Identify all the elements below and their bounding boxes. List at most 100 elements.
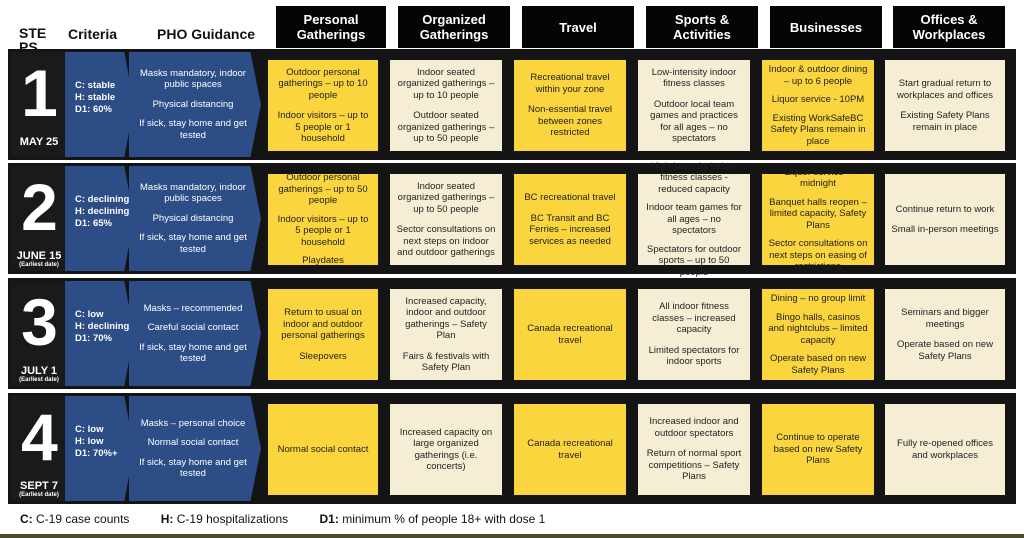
- pho-masks: Masks – personal choice: [140, 417, 246, 429]
- pho-distancing: Normal social contact: [147, 437, 239, 448]
- criteria-cases: C: declining: [75, 194, 130, 205]
- legend-dose1: D1: minimum % of people 18+ with dose 1: [320, 512, 560, 526]
- cell-businesses: Indoor & outdoor dining – up to 6 people…: [762, 60, 874, 151]
- cell-sports-activities: Low-intensity indoor fitness classes Out…: [638, 60, 750, 151]
- column-header-organized-gatherings: Organized Gatherings: [398, 6, 510, 48]
- cell-item: Sector consultations on next steps on in…: [396, 224, 496, 258]
- legend-text: C-19 hospitalizations: [176, 512, 289, 526]
- cell-item: Playdates: [302, 255, 344, 267]
- criteria-hospitalizations: H: stable: [75, 92, 116, 103]
- cell-item: Existing WorkSafeBC Safety Plans remain …: [770, 112, 866, 147]
- step-date: SEPT 7: [20, 480, 58, 492]
- pho-distancing: Physical distancing: [152, 212, 234, 224]
- legend: C: C-19 case counts H: C-19 hospitalizat…: [20, 512, 573, 526]
- legend-key: C:: [20, 512, 33, 526]
- step-number: 4: [21, 400, 58, 474]
- legend-key: H:: [160, 512, 174, 526]
- cell-item: Continue to operate based on new Safety …: [773, 432, 863, 467]
- cell-travel: Recreational travel within your zone Non…: [514, 60, 626, 151]
- criteria-dose1: D1: 70%: [75, 333, 112, 344]
- cell-item: BC Transit and BC Ferries – increased se…: [529, 212, 611, 247]
- cell-offices-workplaces: Start gradual return to workplaces and o…: [885, 60, 1005, 151]
- pho-sick: If sick, stay home and get tested: [139, 341, 247, 365]
- step-number: 2: [21, 170, 58, 244]
- cell-offices-workplaces: Continue return to work Small in-person …: [885, 174, 1005, 265]
- pho-masks: Masks – recommended: [143, 302, 243, 314]
- cell-item: Recreational travel within your zone: [530, 72, 610, 95]
- cell-personal-gatherings: Normal social contact: [268, 404, 378, 495]
- step-date: JULY 1: [20, 365, 58, 377]
- pho-sick: If sick, stay home and get tested: [139, 456, 247, 480]
- cell-item: Canada recreational travel: [527, 438, 613, 461]
- cell-item: Increased capacity on large organized ga…: [399, 426, 493, 473]
- cell-organized-gatherings: Increased capacity on large organized ga…: [390, 404, 502, 495]
- cell-businesses: Liquor service – midnight Banquet halls …: [762, 167, 874, 272]
- cell-organized-gatherings: Increased capacity, indoor and outdoor g…: [390, 289, 502, 380]
- step-row-4: 4 SEPT 7 (Earliest date) C: low H: low D…: [8, 393, 1016, 504]
- cell-item: Indoor team games for all ages – no spec…: [646, 202, 742, 237]
- criteria-cases: C: low: [75, 309, 104, 320]
- cell-item: Bingo halls, casinos and nightclubs – li…: [768, 311, 868, 346]
- cell-item: Liquor service - 10PM: [771, 94, 865, 105]
- step-label: 4 SEPT 7 (Earliest date): [11, 396, 67, 501]
- column-header-personal-gatherings: Personal Gatherings: [276, 6, 386, 48]
- cell-item: Return of normal sport competitions – Sa…: [646, 448, 742, 483]
- cell-item: Increased indoor and outdoor spectators: [649, 416, 739, 439]
- cell-travel: Canada recreational travel: [514, 289, 626, 380]
- cell-item: Fully re-opened offices and workplaces: [897, 438, 993, 461]
- pho-guidance-box: Masks – personal choice Normal social co…: [129, 396, 261, 501]
- cell-item: Existing Safety Plans remain in place: [900, 110, 990, 133]
- cell-personal-gatherings: Outdoor personal gatherings – up to 10 p…: [268, 60, 378, 151]
- step-label: 3 JULY 1 (Earliest date): [11, 281, 67, 386]
- step-date-note: (Earliest date): [19, 377, 59, 383]
- cell-item: All indoor fitness classes – increased c…: [652, 301, 736, 336]
- cell-sports-activities: Increased indoor and outdoor spectators …: [638, 404, 750, 495]
- cell-offices-workplaces: Fully re-opened offices and workplaces: [885, 404, 1005, 495]
- cell-item: Sleepovers: [299, 350, 347, 362]
- cell-item: Banquet halls reopen – limited capacity,…: [769, 196, 867, 231]
- cell-sports-activities: High-intensity indoor fitness classes - …: [638, 161, 750, 278]
- column-header-businesses: Businesses: [770, 6, 882, 48]
- cell-item: Non-essential travel between zones restr…: [528, 104, 612, 139]
- column-header-sports-activities: Sports & Activities: [646, 6, 758, 48]
- cell-item: Return to usual on indoor and outdoor pe…: [281, 307, 365, 341]
- column-header-travel: Travel: [522, 6, 634, 48]
- cell-item: Liquor service – midnight: [784, 166, 852, 190]
- cell-item: Sector consultations on next steps on ea…: [768, 238, 868, 272]
- cell-item: Indoor visitors – up to 5 people or 1 ho…: [277, 213, 369, 248]
- cell-item: Operate based on new Safety Plans: [896, 339, 994, 362]
- legend-text: C-19 case counts: [36, 512, 130, 526]
- cell-item: Operate based on new Safety Plans: [769, 353, 867, 376]
- pho-guidance-box: Masks mandatory, indoor public spaces Ph…: [129, 52, 261, 157]
- criteria-hospitalizations: H: declining: [75, 321, 130, 332]
- cell-item: Increased capacity, indoor and outdoor g…: [405, 295, 487, 342]
- criteria-box: C: low H: low D1: 70%+: [65, 396, 134, 501]
- cell-item: Canada recreational travel: [527, 323, 613, 346]
- cell-item: Indoor seated organized gatherings – up …: [397, 66, 495, 101]
- step-label: 1 MAY 25: [11, 52, 67, 157]
- step-date: MAY 25: [19, 136, 59, 148]
- cell-item: Dining – no group limit: [770, 293, 866, 304]
- legend-text: minimum % of people 18+ with dose 1: [342, 512, 546, 526]
- criteria-dose1: D1: 70%+: [75, 448, 118, 459]
- cell-item: Small in-person meetings: [891, 224, 999, 235]
- cell-item: Outdoor local team games and practices f…: [650, 98, 738, 145]
- cell-item: High-intensity indoor fitness classes - …: [650, 160, 738, 195]
- criteria-dose1: D1: 65%: [75, 218, 112, 229]
- legend-cases: C: C-19 case counts: [20, 512, 143, 526]
- cell-offices-workplaces: Seminars and bigger meetings Operate bas…: [885, 289, 1005, 380]
- criteria-box: C: low H: declining D1: 70%: [65, 281, 134, 386]
- cell-item: Continue return to work: [895, 203, 995, 215]
- cell-travel: BC recreational travel BC Transit and BC…: [514, 174, 626, 265]
- bottom-divider: [0, 534, 1024, 538]
- criteria-dose1: D1: 60%: [75, 104, 112, 115]
- pho-guidance-box: Masks – recommended Careful social conta…: [129, 281, 261, 386]
- pho-guidance-header: PHO Guidance: [157, 26, 256, 42]
- cell-item: Indoor seated organized gatherings – up …: [397, 180, 495, 215]
- criteria-cases: C: low: [75, 424, 104, 435]
- criteria-header: Criteria: [68, 26, 118, 42]
- criteria-cases: C: stable: [75, 80, 116, 91]
- pho-sick: If sick, stay home and get tested: [139, 232, 247, 255]
- pho-guidance-box: Masks mandatory, indoor public spaces Ph…: [129, 166, 261, 271]
- cell-item: Fairs & festivals with Safety Plan: [402, 350, 490, 374]
